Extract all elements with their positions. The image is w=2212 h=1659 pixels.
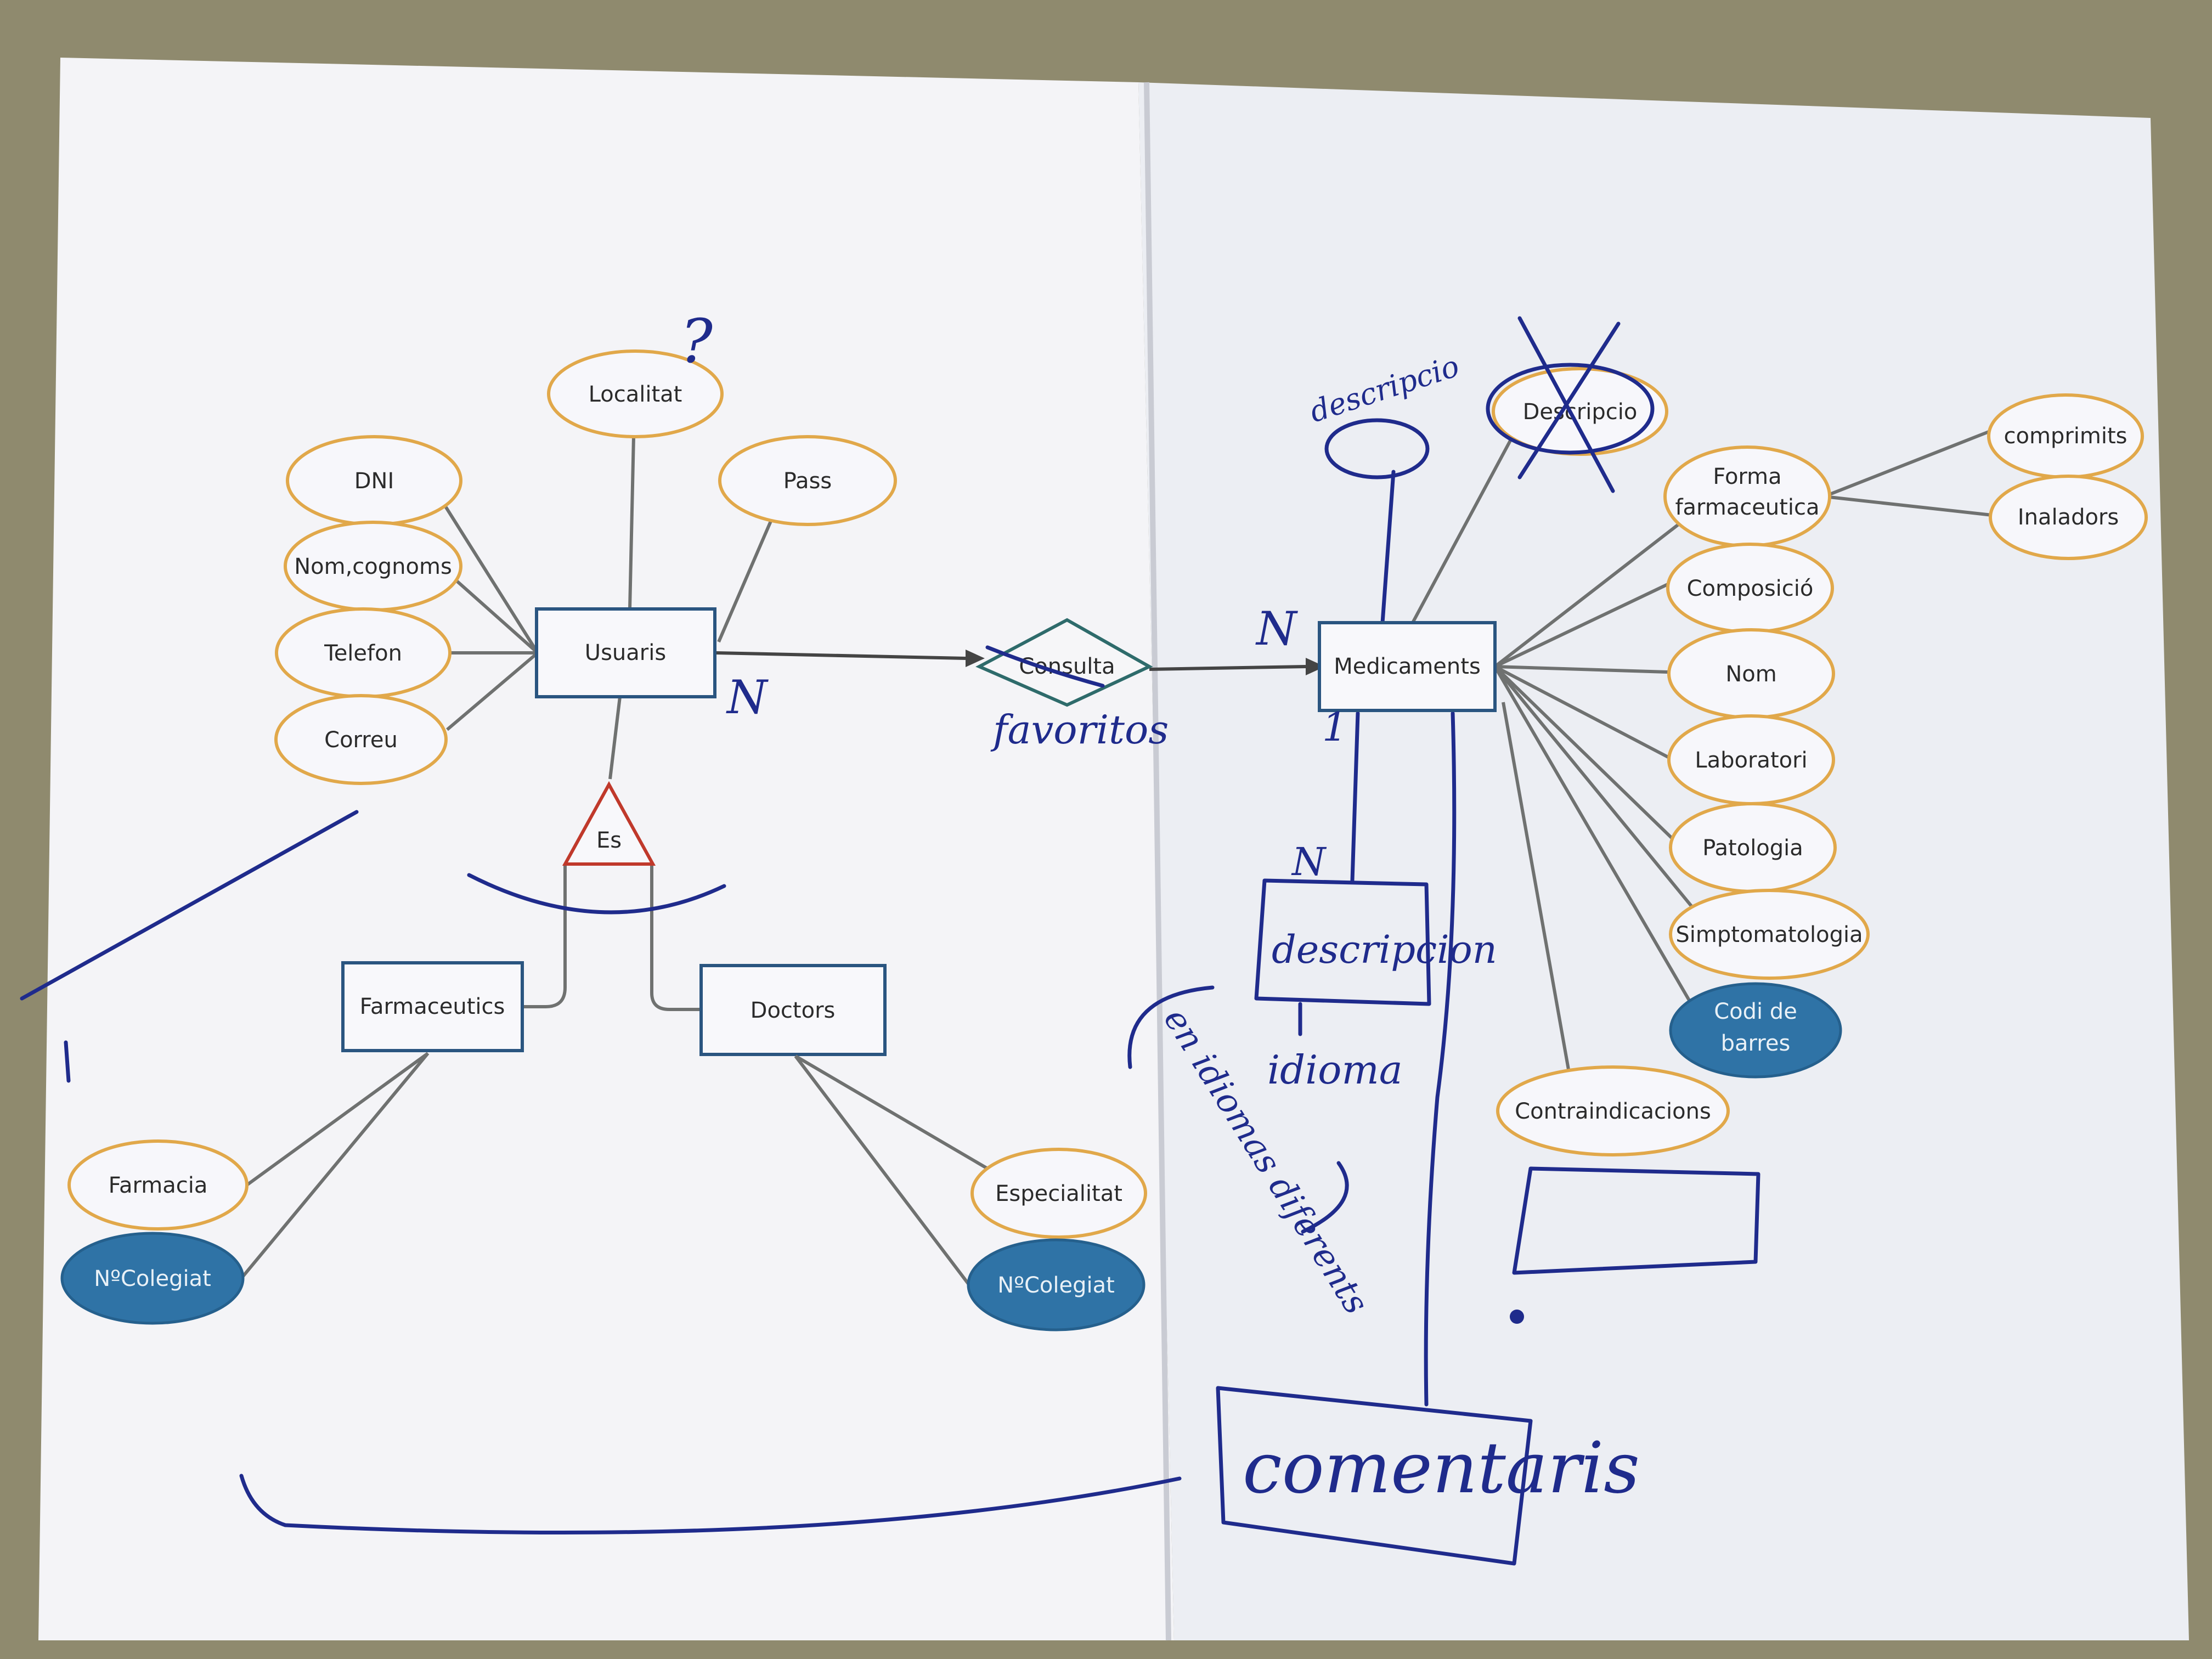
medicaments-connectors — [1411, 429, 1997, 1073]
handwritten-attribute-idioma: idioma — [1267, 1047, 1403, 1093]
attribute-telefon[interactable]: Telefon — [275, 607, 452, 698]
handwritten-entity-comentaris[interactable] — [1216, 1386, 1533, 1566]
attribute-nom-label: Nom — [1725, 662, 1776, 687]
entity-usuaris[interactable]: Usuaris — [535, 607, 716, 698]
attribute-forma-label-2: farmaceutica — [1675, 495, 1819, 520]
attribute-patologia-label: Patologia — [1702, 836, 1803, 861]
entity-doctors-label: Doctors — [751, 998, 836, 1023]
ink-dot — [1510, 1310, 1524, 1324]
attribute-laboratori[interactable]: Laboratori — [1667, 714, 1835, 805]
attribute-farmacia[interactable]: Farmacia — [67, 1139, 249, 1231]
attribute-n-colegiat-doctors[interactable]: NºColegiat — [967, 1238, 1146, 1331]
attribute-telefon-label: Telefon — [324, 641, 402, 666]
attribute-n-colegiat-farmaceutics-label: NºColegiat — [94, 1266, 211, 1291]
attribute-correu-label: Correu — [324, 727, 398, 753]
attribute-simptomatologia-label: Simptomatologia — [1675, 922, 1863, 947]
pen-link-descripcion-entity — [1350, 711, 1360, 883]
subentity-connectors — [240, 1052, 989, 1285]
entity-farmaceutics-label: Farmaceutics — [360, 994, 505, 1019]
attribute-composicio-label: Composició — [1687, 576, 1814, 601]
attribute-forma-farmaceutica[interactable]: Forma farmaceutica — [1663, 445, 1831, 548]
consulta-strikethrough — [985, 645, 1105, 688]
attribute-comprimits-label: comprimits — [2004, 424, 2128, 449]
attribute-farmacia-label: Farmacia — [109, 1173, 208, 1198]
handwritten-question-mark: ? — [680, 306, 713, 376]
attribute-simptomatologia[interactable]: Simptomatologia — [1669, 889, 1870, 980]
attribute-contraindicacions-label: Contraindicacions — [1515, 1099, 1711, 1124]
attribute-composicio[interactable]: Composició — [1666, 543, 1834, 634]
handwritten-close-paren — [1301, 1161, 1349, 1234]
handwritten-entity-descripcion-label: descripcion — [1272, 927, 1497, 972]
pen-link-descripcio-attr — [1380, 470, 1396, 625]
attribute-comprimits[interactable]: comprimits — [1987, 393, 2144, 479]
handwritten-open-paren — [1127, 985, 1215, 1069]
attribute-codi-label-1: Codi de — [1714, 999, 1797, 1024]
attribute-nom-cognoms-label: Nom,cognoms — [294, 554, 452, 579]
pen-link-comentaris — [1424, 711, 1457, 1407]
attribute-contraindicacions[interactable]: Contraindicacions — [1496, 1065, 1730, 1156]
attribute-dni[interactable]: DNI — [286, 435, 462, 526]
attribute-dni-label: DNI — [354, 469, 394, 494]
handwritten-cardinality-n-usuaris: N — [726, 670, 769, 724]
handwritten-cardinality-n-descripcio: N — [1291, 839, 1327, 884]
attribute-inaladors[interactable]: Inaladors — [1989, 475, 2148, 560]
handwritten-new-attribute-ellipse — [1324, 418, 1430, 479]
entity-doctors[interactable]: Doctors — [699, 964, 887, 1056]
attribute-pass[interactable]: Pass — [718, 435, 897, 526]
isa-connectors — [521, 864, 702, 1011]
page-fold — [1144, 82, 1171, 1641]
attribute-correu[interactable]: Correu — [274, 694, 448, 785]
attribute-laboratori-label: Laboratori — [1695, 748, 1807, 773]
attribute-especialitat-label: Especialitat — [995, 1181, 1122, 1206]
entity-farmaceutics[interactable]: Farmaceutics — [341, 961, 524, 1052]
attribute-codi-label-2: barres — [1721, 1031, 1791, 1056]
attribute-descripcio[interactable]: Descripcio — [1492, 367, 1668, 456]
entity-usuaris-label: Usuaris — [585, 640, 666, 665]
attribute-nom[interactable]: Nom — [1667, 628, 1835, 719]
pen-link-comentaris-usuaris — [239, 1474, 1182, 1535]
consulta-arrows — [715, 650, 1325, 675]
descripcio-crossed-out — [1486, 316, 1655, 493]
attribute-inaladors-label: Inaladors — [2018, 505, 2119, 530]
handwritten-favoritos: favoritos — [990, 707, 1169, 753]
stray-pen-mark — [64, 1040, 71, 1083]
attribute-especialitat[interactable]: Especialitat — [970, 1148, 1147, 1239]
attribute-forma-label-1: Forma — [1713, 464, 1781, 489]
paper-right-page — [1138, 82, 2189, 1640]
isa-disjoint-arc — [467, 873, 726, 915]
attribute-pass-label: Pass — [783, 469, 832, 494]
attribute-patologia[interactable]: Patologia — [1669, 802, 1837, 893]
handwritten-empty-box — [1512, 1166, 1760, 1275]
handwritten-entity-comentaris-label: comentaris — [1243, 1427, 1640, 1509]
isa-label: Es — [596, 828, 622, 853]
attribute-nom-cognoms[interactable]: Nom,cognoms — [284, 521, 462, 612]
handwritten-cardinality-n-medicaments: N — [1255, 602, 1298, 656]
attribute-n-colegiat-doctors-label: NºColegiat — [997, 1273, 1115, 1298]
attribute-localitat-label: Localitat — [589, 382, 682, 407]
handwritten-cardinality-1: 1 — [1322, 704, 1347, 750]
attribute-localitat[interactable]: Localitat — [547, 349, 724, 438]
entity-medicaments[interactable]: Medicaments — [1318, 621, 1497, 712]
handwritten-entity-descripcion[interactable] — [1254, 878, 1431, 1006]
attribute-n-colegiat-farmaceutics[interactable]: NºColegiat — [60, 1232, 245, 1325]
entity-medicaments-label: Medicaments — [1334, 654, 1481, 679]
stray-pen-line — [20, 810, 359, 1001]
attribute-codi-de-barres[interactable]: Codi de barres — [1669, 982, 1842, 1079]
isa-triangle — [562, 781, 656, 866]
attribute-descripcio-label: Descripcio — [1523, 399, 1638, 425]
